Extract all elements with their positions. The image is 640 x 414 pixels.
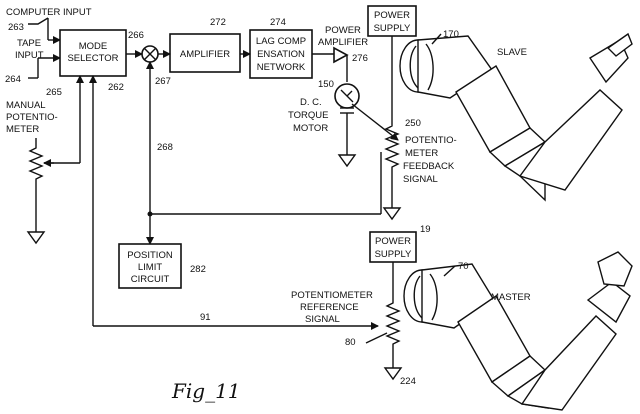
power-amplifier-label-1: POWER (325, 25, 361, 36)
bottom-power-supply-label-2: SUPPLY (375, 249, 412, 260)
computer-input-leader (28, 17, 49, 25)
circuit-label: CIRCUIT (131, 274, 170, 285)
ref-150: 150 (318, 79, 334, 90)
mode-label: MODE (79, 41, 108, 52)
position-label: POSITION (127, 250, 173, 261)
top-power-supply-label-1: POWER (374, 10, 410, 21)
ref-170-leader (431, 33, 442, 45)
ref-91: 91 (200, 312, 211, 323)
pot-feedback-label-1: POTENTIO- (405, 135, 457, 146)
network-label: NETWORK (257, 62, 306, 73)
ref-282: 282 (190, 264, 206, 275)
ref-263: 263 (8, 22, 24, 33)
reference-potentiometer-resistor (385, 295, 401, 368)
ref-268: 268 (157, 142, 173, 153)
manual-label: MANUAL (6, 100, 46, 111)
ensation-label: ENSATION (257, 49, 305, 60)
bottom-power-supply-box (369, 231, 417, 263)
ref-272: 272 (210, 17, 226, 28)
top-power-supply-box (367, 5, 417, 37)
master-arm-drawing (403, 251, 633, 411)
master-label: MASTER (491, 292, 531, 303)
ref-19: 19 (420, 224, 431, 235)
input-label: INPUT (15, 50, 44, 61)
pot-feedback-label-2: METER (405, 148, 438, 159)
ref-80-leader (365, 332, 388, 344)
meter-label: METER (6, 124, 39, 135)
torque-label: TORQUE (288, 110, 328, 121)
mode-selector-box (59, 29, 127, 77)
ref-267: 267 (155, 76, 171, 87)
feedback-pot-ground (382, 207, 402, 221)
motor-label: MOTOR (293, 123, 328, 134)
ref-70: 70 (458, 261, 469, 272)
ref-70-leader (443, 265, 456, 277)
pot-reference-label-1: POTENTIOMETER (291, 290, 373, 301)
ref-276: 276 (352, 53, 368, 64)
bottom-power-supply-label-1: POWER (375, 236, 411, 247)
slave-arm-drawing (399, 32, 633, 202)
dc-label: D. C. (300, 97, 322, 108)
ref-266: 266 (128, 30, 144, 41)
lag-compensation-box (249, 29, 313, 79)
feedback-pot-wiper-arrow (351, 103, 399, 141)
summing-junction-x2 (143, 47, 157, 61)
ref-265: 265 (46, 87, 62, 98)
power-amplifier-triangle (333, 46, 349, 64)
reference-pot-ground (383, 367, 403, 381)
pot-feedback-label-3: FEEDBACK (403, 161, 455, 172)
ref-264: 264 (5, 74, 21, 85)
top-power-supply-label-2: SUPPLY (374, 23, 411, 34)
motor-inner-mark (340, 89, 354, 103)
potentio-label: POTENTIO- (6, 112, 58, 123)
ref-170: 170 (443, 29, 459, 40)
manual-pot-ground (26, 231, 46, 245)
position-limit-circuit-box (118, 243, 182, 289)
computer-input-label: COMPUTER INPUT (6, 7, 92, 18)
tape-label: TAPE (17, 38, 41, 49)
pot-reference-label-3: SIGNAL (305, 314, 340, 325)
ref-224: 224 (400, 376, 416, 387)
lag-comp-label: LAG COMP (256, 36, 306, 47)
feedback-potentiometer-resistor (384, 118, 400, 208)
ref-80: 80 (345, 337, 356, 348)
power-amplifier-label-2: AMPLIFIER (318, 37, 368, 48)
ref-250: 250 (405, 118, 421, 129)
ref-262: 262 (108, 82, 124, 93)
pot-feedback-label-4: SIGNAL (403, 174, 438, 185)
ref-274: 274 (270, 17, 286, 28)
slave-label: SLAVE (497, 47, 527, 58)
selector-label: SELECTOR (67, 53, 118, 64)
figure-caption: Fig_11 (171, 379, 241, 403)
manual-potentiometer-resistor (28, 138, 44, 232)
motor-ground (337, 154, 357, 168)
limit-label: LIMIT (138, 262, 162, 273)
amplifier-label: AMPLIFIER (180, 49, 230, 60)
pot-reference-label-2: REFERENCE (300, 302, 359, 313)
